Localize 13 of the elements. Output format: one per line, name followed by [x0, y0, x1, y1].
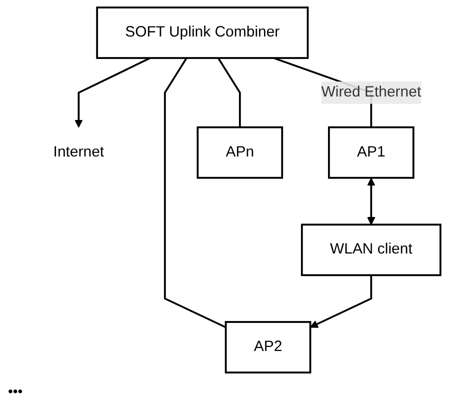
node-box: WLAN client [300, 224, 442, 276]
connector [164, 58, 226, 328]
node-box: AP1 [328, 126, 414, 179]
ellipsis-mark: ••• [8, 383, 23, 399]
node-box: AP2 [224, 321, 311, 374]
arrow [366, 178, 375, 225]
node-text: Internet [52, 144, 104, 160]
edge-label: Wired Ethernet [320, 84, 421, 100]
node-box: SOFT Uplink Combiner [96, 6, 308, 59]
connector [217, 58, 241, 128]
node-box: APn [196, 126, 283, 179]
arrow [310, 275, 372, 328]
arrow [74, 57, 150, 128]
